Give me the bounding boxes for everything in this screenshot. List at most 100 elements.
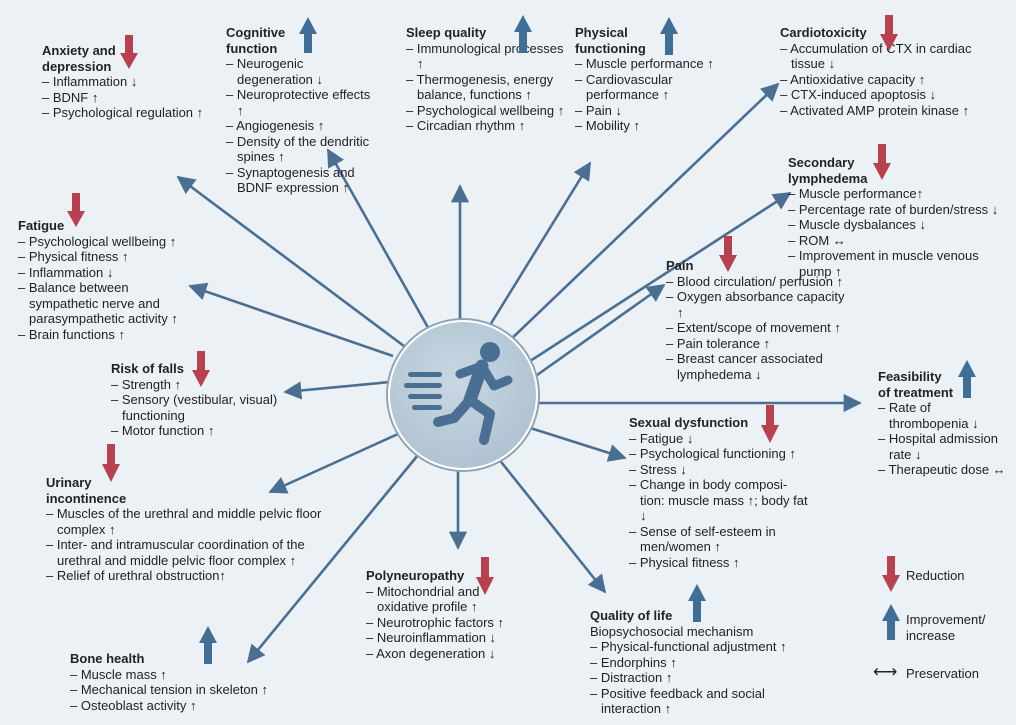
list-item: – Oxygen absorbance capacity ↑: [666, 289, 845, 320]
list-item: – Neuroinflammation ↓: [366, 630, 497, 645]
list-item: – BDNF ↑: [42, 89, 99, 105]
list-item: – Psychological wellbeing ↑: [406, 102, 565, 118]
improvement-arrow-icon: [688, 584, 706, 622]
list-item: – Rate of thrombopenia ↓: [878, 400, 979, 431]
list-item: – Therapeutic dose ↔: [878, 462, 1006, 477]
box-title: Risk of falls: [111, 361, 184, 376]
pain-box: Pain – Blood circulation/ perfusion ↑ – …: [666, 258, 851, 382]
urinary-incontinence-box: Urinary incontinence – Muscles of the ur…: [46, 475, 324, 584]
list-item: – Thermogenesis, energy balance, functio…: [406, 71, 554, 103]
list-item: – Cardiovascular performance ↑: [575, 71, 673, 103]
list-item: – Antioxidative capacity ↑: [780, 71, 926, 87]
box-subtitle: Biopsychosocial mechanism: [590, 623, 754, 639]
list-item: – Muscle mass ↑: [70, 666, 167, 682]
bone-health-box: Bone health – Muscle mass ↑ – Mechanical…: [70, 651, 290, 713]
arrow-qol: [496, 457, 607, 594]
list-item: – Psychological wellbeing ↑: [18, 233, 177, 249]
arrow-physical: [485, 161, 592, 331]
runner-icon: [404, 342, 513, 445]
box-subtitle: functioning: [575, 40, 646, 56]
list-item: – Stress ↓: [629, 461, 687, 477]
reduction-arrow-icon: [192, 351, 210, 387]
list-item: – Muscles of the urethral and middle pel…: [46, 506, 322, 537]
box-title: Cardiotoxicity: [780, 25, 867, 40]
list-item: – Mitochondrial and oxidative profile ↑: [366, 583, 480, 615]
arrow-bone: [246, 454, 420, 664]
list-item: – Muscle performance ↑: [575, 56, 714, 71]
list-item: – Accumulation of CTX in cardiac tissue …: [780, 40, 972, 72]
reduction-arrow-icon: [873, 144, 891, 180]
list-item: – Osteoblast activity ↑: [70, 697, 197, 713]
list-item: – Inflammation ↓: [42, 74, 138, 89]
improvement-legend-icon: [882, 604, 900, 640]
reduction-legend-icon: [882, 556, 900, 592]
list-item: – Extent/scope of movement ↑: [666, 320, 841, 335]
list-item: – Psychological regulation ↑: [42, 105, 204, 120]
list-item: – Change in body composi- tion: muscle m…: [629, 477, 808, 523]
list-item: – Neurotrophic factors ↑: [366, 614, 505, 630]
reduction-arrow-icon: [761, 405, 779, 443]
list-item: – Axon degeneration ↓: [366, 645, 496, 661]
arrow-falls: [283, 380, 391, 400]
list-item: – Muscle performance↑: [788, 186, 924, 201]
list-item: – Immunological processes ↑: [406, 40, 564, 72]
box-title: Bone health: [70, 651, 145, 666]
list-item: – CTX-induced apoptosis ↓: [780, 87, 937, 102]
list-item: – Relief of urethral obstruction↑: [46, 568, 226, 583]
polyneuropathy-box: Polyneuropathy – Mitochondrial and oxida…: [366, 568, 526, 661]
improvement-arrow-icon: [199, 626, 217, 664]
box-title: Pain: [666, 258, 694, 273]
list-item: – Neuroprotective effects ↑: [226, 87, 371, 118]
list-item: – Neurogenic degeneration ↓: [226, 56, 324, 87]
reduction-arrow-icon: [120, 35, 138, 69]
improvement-arrow-icon: [299, 17, 317, 53]
sleep-quality-box: Sleep quality – Immunological processes …: [406, 25, 566, 134]
reduction-arrow-icon: [880, 15, 898, 51]
box-title: Physical: [575, 25, 628, 40]
anxiety-depression-box: Anxiety and depression – Inflammation ↓ …: [42, 43, 232, 121]
list-item: – Balance between sympathetic nerve and …: [18, 280, 178, 326]
list-item: – Breast cancer associated lymphedema ↓: [666, 351, 823, 382]
box-title: Cognitive: [226, 25, 286, 40]
list-item: – Physical fitness ↑: [18, 249, 129, 264]
legend-improvement-label: Improvement/ increase: [906, 612, 986, 643]
improvement-arrow-icon: [660, 17, 678, 55]
list-item: – Mechanical tension in skeleton ↑: [70, 682, 269, 697]
improvement-arrow-icon: [958, 360, 976, 398]
list-item: – Distraction ↑: [590, 670, 673, 685]
box-subtitle: incontinence: [46, 490, 127, 506]
list-item: – Sensory (vestibular, visual) functioni…: [111, 392, 278, 423]
fatigue-box: Fatigue – Psychological wellbeing ↑ – Ph…: [18, 218, 198, 342]
list-item: – Psychological functioning ↑: [629, 446, 796, 461]
list-item: – ROM ↔: [788, 232, 846, 248]
reduction-arrow-icon: [102, 444, 120, 482]
list-item: – Blood circulation/ perfusion ↑: [666, 273, 844, 289]
box-title: Sleep quality: [406, 25, 487, 40]
box-title: Feasibility: [878, 369, 942, 384]
box-title: Fatigue: [18, 218, 65, 233]
list-item: – Sense of self-esteem in men/women ↑: [629, 523, 776, 555]
list-item: – Positive feedback and social interacti…: [590, 685, 765, 717]
secondary-lymphedema-box: Secondary lymphedema – Muscle performanc…: [788, 155, 1010, 279]
sexual-dysfunction-box: Sexual dysfunction – Fatigue ↓ – Psychol…: [629, 415, 809, 570]
list-item: – Improvement in muscle venous pump ↑: [788, 248, 979, 279]
arrow-fatigue: [188, 282, 394, 358]
legend-preservation-label: Preservation: [906, 666, 979, 681]
list-item: – Motor function ↑: [111, 423, 215, 438]
arrow-anxiety: [176, 175, 421, 360]
box-title: Anxiety and: [42, 43, 116, 58]
list-item: – Mobility ↑: [575, 118, 641, 133]
quality-of-life-box: Quality of life Biopsychosocial mechanis…: [590, 608, 805, 717]
list-item: – Muscle dysbalances ↓: [788, 217, 927, 232]
cardiotoxicity-box: Cardiotoxicity – Accumulation of CTX in …: [780, 25, 980, 118]
list-item: – Physical fitness ↑: [629, 554, 740, 570]
list-item: – Circadian rhythm ↑: [406, 118, 526, 133]
risk-of-falls-box: Risk of falls – Strength ↑ – Sensory (ve…: [111, 361, 291, 439]
feasibility-box: Feasibility of treatment – Rate of throm…: [878, 369, 1010, 478]
list-item: – Activated AMP protein kinase ↑: [780, 102, 970, 118]
improvement-arrow-icon: [514, 15, 532, 53]
box-title: Quality of life: [590, 608, 673, 623]
list-item: – Hospital admission rate ↓: [878, 431, 998, 462]
reduction-arrow-icon: [476, 557, 494, 595]
